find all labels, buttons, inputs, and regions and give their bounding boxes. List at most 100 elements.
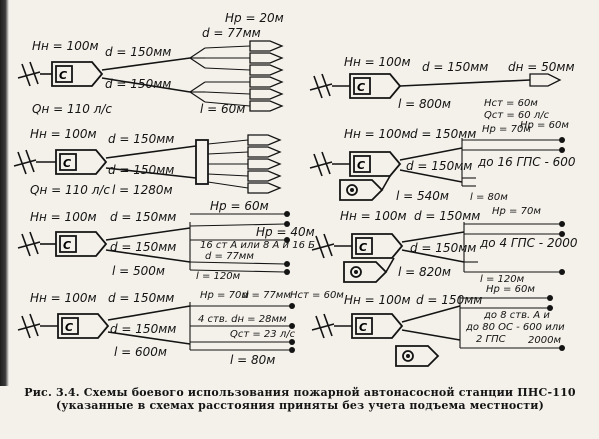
scheme-4-label: l = 80м: [230, 353, 275, 367]
branch-lines: [189, 211, 290, 275]
scheme-3-label: Hр = 40м: [256, 225, 315, 239]
scheme-3-label: d = 150мм: [110, 210, 176, 224]
branch-manifold: [195, 134, 282, 194]
scheme-5-label: d = 150мм: [422, 60, 488, 74]
scheme-4-label: Hр = 70м: [200, 290, 249, 301]
scheme-3: С Hн = 100м d = 150мм d = 150мм l = 500м…: [17, 199, 315, 282]
scheme-3-label: d = 77мм: [205, 251, 254, 262]
scheme-6-label: Hр = 70м: [482, 124, 531, 135]
scheme-1-label: Qн = 110 л/с: [32, 102, 112, 116]
scheme-4-label: 4 ств. dн = 28мм: [198, 314, 287, 325]
hydrant-icon: [17, 231, 41, 257]
scheme-5: С Hн = 100м d = 150мм dн = 50мм l = 800м…: [309, 55, 575, 121]
scheme-5-label: Hн = 100м: [344, 55, 411, 69]
hydrant-icon: [13, 149, 37, 175]
pump-station-icon: С: [349, 151, 402, 177]
hydrant-icon: [311, 313, 335, 339]
scheme-8-label: 2 ГПС: [476, 334, 506, 345]
scheme-4-label: d = 150мм: [110, 322, 176, 336]
scheme-4-label: Qст = 23 л/с: [230, 329, 296, 340]
scheme-5-label: l = 800м: [398, 97, 451, 111]
pump-label: С: [357, 81, 365, 94]
pump-label: С: [63, 157, 71, 170]
pump-station-icon: С: [351, 233, 404, 259]
scheme-7-label: до 4 ГПС - 2000: [479, 236, 578, 250]
branch-lines: [461, 137, 565, 187]
pump-label: С: [63, 239, 71, 252]
scheme-6-label: d = 150мм: [406, 159, 472, 173]
pump-label: С: [359, 241, 367, 254]
pump-station-icon: С: [349, 73, 402, 99]
schemes-diagram: С Hн = 100м d = 150мм d = 150мм Qн = 110…: [13, 11, 578, 367]
scheme-4-label: Hн = 100м: [30, 291, 97, 305]
scheme-5-label: Hст = 60м: [484, 98, 538, 109]
scheme-8-label: Hр = 60м: [486, 284, 535, 295]
pump-station-icon: С: [51, 61, 104, 87]
scheme-6-label: Hн = 100м: [344, 127, 411, 141]
figure-caption: Рис. 3.4. Схемы боевого использования по…: [24, 386, 576, 412]
scan-edge-shadow: [0, 0, 9, 386]
scheme-3-label: Hн = 100м: [30, 210, 97, 224]
pump-station-icon: С: [57, 313, 110, 339]
branch-lines: [189, 302, 295, 353]
scheme-1-label: l = 60м: [200, 102, 245, 116]
scheme-4-label: Hст = 60м: [290, 290, 344, 301]
scheme-2-label: Qн = 110 л/с: [30, 183, 110, 197]
scheme-6: С Hн = 100м d = 150мм Hр = 70м Hр = 60м …: [309, 120, 576, 203]
scheme-7-label: l = 820м: [398, 265, 451, 279]
scheme-6-label: d = 150мм: [410, 127, 476, 141]
scheme-8-label: Hн = 100м: [344, 293, 411, 307]
pump-label: С: [357, 159, 365, 172]
scheme-6-label: l = 540м: [396, 189, 449, 203]
scheme-1-label: d = 77мм: [202, 26, 261, 40]
branch-lines: [459, 295, 565, 351]
monitor-nozzle-icon: [529, 73, 562, 87]
scheme-6-label: l = 80м: [470, 192, 508, 203]
hydrant-icon: [309, 73, 333, 99]
scheme-4-label: l = 600м: [114, 345, 167, 359]
scheme-5-label: Qст = 60 л/с: [484, 110, 550, 121]
scheme-3-label: 16 ст А или 8 А и 16 Б: [200, 240, 315, 251]
scheme-5-label: dн = 50мм: [508, 60, 575, 74]
scheme-8: С Hн = 100м d = 150мм Hр = 60м до 8 ств.…: [311, 284, 565, 367]
scheme-1: С Hн = 100м d = 150мм d = 150мм Qн = 110…: [17, 11, 284, 116]
scheme-3-label: l = 500м: [112, 264, 165, 278]
scheme-4-label: d = 150мм: [108, 291, 174, 305]
scheme-3-label: l = 120м: [196, 271, 241, 282]
hydrant-icon: [17, 313, 41, 339]
scheme-7: С Hн = 100м d = 150мм Hр = 70м d = 150мм…: [311, 206, 578, 285]
hydrant-icon: [309, 151, 333, 177]
scheme-2-label: d = 150мм: [108, 132, 174, 146]
scheme-6-label: до 16 ГПС - 600: [477, 155, 576, 169]
scheme-7-label: d = 150мм: [410, 241, 476, 255]
scheme-8-label: 2000м: [528, 335, 561, 346]
scheme-2: С Hн = 100м d = 150мм d = 150мм Qн = 110…: [13, 127, 282, 197]
scheme-3-label: Hр = 60м: [210, 199, 269, 213]
branch-nozzles: [189, 40, 284, 112]
scheme-2-label: d = 150мм: [108, 163, 174, 177]
scheme-1-label: d = 150мм: [105, 45, 171, 59]
scheme-1-label: Hр = 20м: [225, 11, 284, 25]
scheme-4: С Hн = 100м d = 150мм d = 150мм l = 600м…: [17, 290, 344, 367]
foam-tank-icon: [339, 175, 391, 201]
pump-label: С: [65, 321, 73, 334]
foam-tank-icon: [395, 345, 440, 367]
scheme-1-label: Hн = 100м: [32, 39, 99, 53]
hydrant-icon: [17, 61, 41, 87]
scheme-1-label: d = 150мм: [105, 77, 171, 91]
scheme-2-label: Hн = 100м: [30, 127, 97, 141]
scheme-8-label: до 8 ств. А и: [483, 310, 550, 321]
foam-tank-icon: [343, 257, 395, 283]
scheme-7-label: d = 150мм: [414, 209, 480, 223]
pump-label: С: [359, 321, 367, 334]
scheme-8-label: d = 150мм: [416, 293, 482, 307]
pump-station-icon: С: [55, 149, 108, 175]
branch-lines: [463, 221, 565, 275]
scheme-7-label: l = 120м: [480, 274, 525, 285]
scheme-3-label: d = 150мм: [110, 240, 176, 254]
pump-label: С: [59, 69, 67, 82]
scheme-7-label: Hн = 100м: [340, 209, 407, 223]
pump-station-icon: С: [351, 313, 404, 339]
scheme-6-label: Hр = 60м: [520, 120, 569, 131]
scheme-2-label: l = 1280м: [112, 183, 173, 197]
